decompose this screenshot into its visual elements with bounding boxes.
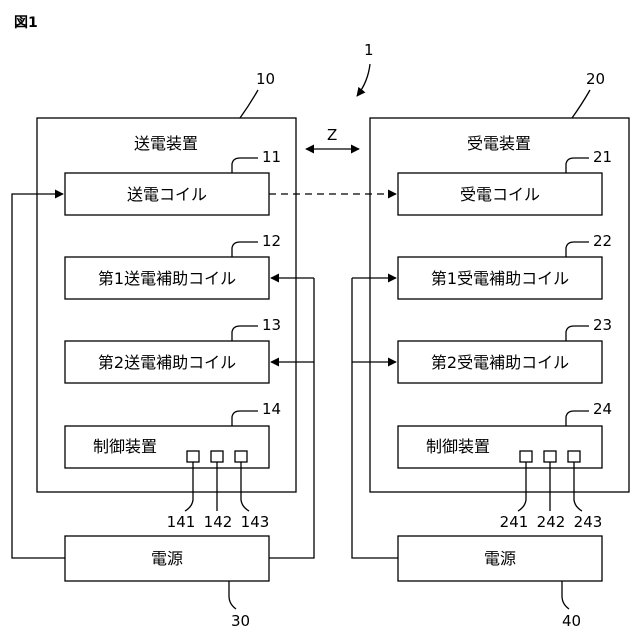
- power-supply-receiver-leader: [562, 581, 569, 609]
- power-supply-transmitter-number: 30: [231, 612, 250, 630]
- transmitter-terminal-143: [235, 451, 247, 462]
- transmitter-device: 送電装置 10 送電コイル 11 第1送電補助コイル 12 第2送電補助コイル …: [37, 70, 296, 531]
- power-supply-transmitter-leader: [229, 581, 236, 609]
- transmitter-terminal-142: [211, 451, 223, 462]
- transmitter-device-title: 送電装置: [134, 134, 198, 153]
- power-supply-transmitter: 電源 30: [65, 536, 269, 630]
- power-supply-receiver-label: 電源: [484, 549, 516, 568]
- power-supply-receiver: 電源 40: [398, 536, 602, 630]
- receiver-terminal-241: [520, 451, 532, 462]
- transmitter-aux-coil-1-label: 第1送電補助コイル: [98, 269, 236, 288]
- transmitter-aux-coil-2-label: 第2送電補助コイル: [98, 353, 236, 372]
- receiver-coil-label: 受電コイル: [460, 185, 540, 204]
- terminal-242-number: 242: [537, 513, 566, 531]
- figure-label: 図1: [14, 15, 38, 31]
- terminal-241-number: 241: [500, 513, 529, 531]
- receiver-terminal-243: [568, 451, 580, 462]
- terminal-141-number: 141: [167, 513, 196, 531]
- transmitter-terminal-141: [187, 451, 199, 462]
- receiver-aux-coil-2-number: 23: [593, 316, 612, 334]
- receiver-aux-coil-1-number: 22: [593, 232, 612, 250]
- terminal-243-number: 243: [574, 513, 603, 531]
- receiver-controller-number: 24: [593, 400, 612, 418]
- transmitter-controller-label: 制御装置: [93, 437, 157, 456]
- terminal-142-number: 142: [204, 513, 233, 531]
- receiver-aux-coil-1-label: 第1受電補助コイル: [431, 269, 569, 288]
- receiver-controller-label: 制御装置: [426, 437, 490, 456]
- system-number: 1: [364, 41, 374, 59]
- transmitter-controller-number: 14: [262, 400, 281, 418]
- transmitter-device-number: 10: [256, 70, 275, 88]
- transmitter-aux-coil-1-number: 12: [262, 232, 281, 250]
- receiver-terminal-242: [544, 451, 556, 462]
- receiver-coil-number: 21: [593, 148, 612, 166]
- receiver-device-title: 受電装置: [467, 134, 531, 153]
- receiver-device: 受電装置 20 受電コイル 21 第1受電補助コイル 22 第2受電補助コイル …: [370, 70, 629, 531]
- power-supply-transmitter-label: 電源: [151, 549, 183, 568]
- transmitter-coil-number: 11: [262, 148, 281, 166]
- receiver-device-number: 20: [586, 70, 605, 88]
- terminal-143-number: 143: [241, 513, 270, 531]
- transmitter-aux-coil-2-number: 13: [262, 316, 281, 334]
- power-supply-receiver-number: 40: [562, 612, 581, 630]
- system-number-arrow: [357, 64, 370, 96]
- transmitter-device-leader: [240, 90, 258, 118]
- z-direction-label: Z: [327, 126, 337, 144]
- receiver-aux-coil-2-label: 第2受電補助コイル: [431, 353, 569, 372]
- receiver-device-leader: [572, 90, 590, 118]
- transmitter-coil-label: 送電コイル: [127, 185, 207, 204]
